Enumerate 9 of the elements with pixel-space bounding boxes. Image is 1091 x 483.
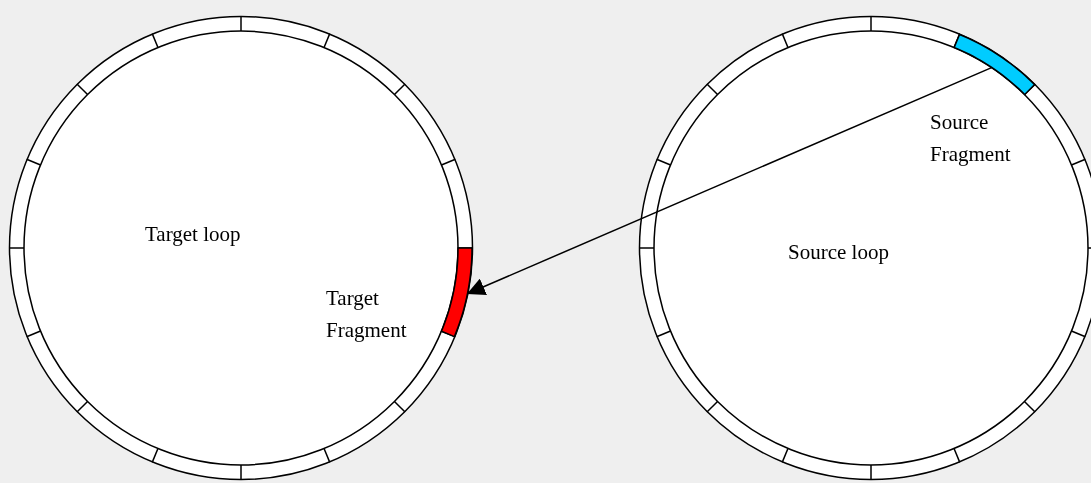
fragment-label: Source Fragment <box>930 109 1012 168</box>
fragment-segment <box>953 32 1037 96</box>
fragment-label: Target Fragment <box>326 285 408 344</box>
fragment-segment <box>440 247 474 338</box>
loop-ring <box>639 16 1091 480</box>
arrow <box>466 66 993 296</box>
loop-ring <box>9 16 473 480</box>
loop-label: Source loop <box>788 239 889 266</box>
loop-label: Target loop <box>145 221 241 248</box>
